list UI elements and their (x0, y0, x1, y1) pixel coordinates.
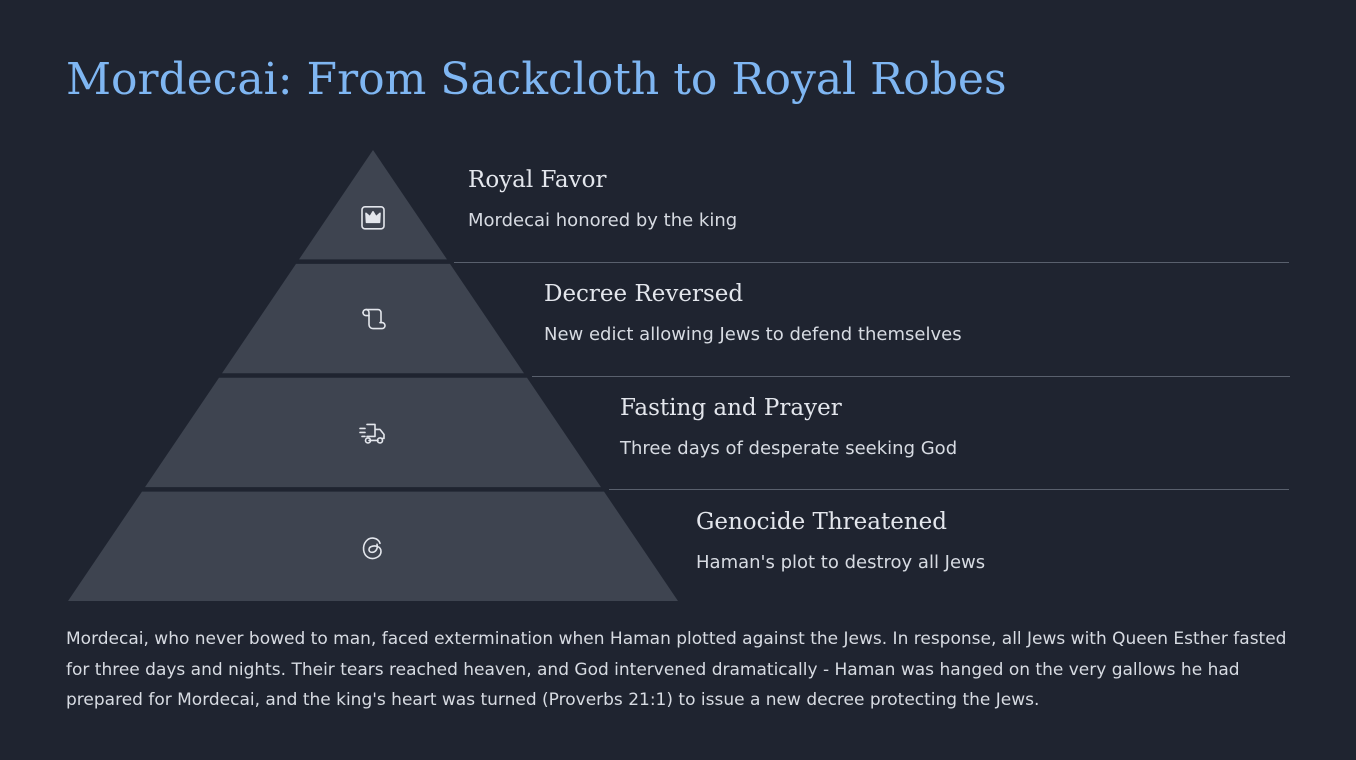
pyramid-layer-1 (299, 150, 447, 260)
layer-heading: Genocide Threatened (696, 509, 948, 535)
layer-description: Haman's plot to destroy all Jews (696, 552, 986, 573)
scroll-icon (362, 308, 386, 330)
layer-description: Three days of desperate seeking God (620, 438, 958, 459)
layer-divider (532, 376, 1290, 377)
layer-description: New edict allowing Jews to defend themse… (544, 324, 962, 345)
truck-fast-icon (359, 423, 385, 444)
layer-heading: Decree Reversed (544, 281, 744, 307)
layer-description: Mordecai honored by the king (468, 210, 738, 231)
pyramid-layer-2 (222, 263, 524, 374)
pyramid-diagram (68, 150, 678, 601)
crown-icon (361, 206, 385, 230)
pyramid-layer-3 (145, 377, 601, 488)
layer-divider (609, 489, 1289, 490)
layer-heading: Royal Favor (468, 167, 607, 193)
page-title: Mordecai: From Sackcloth to Royal Robes (66, 54, 1007, 105)
summary-paragraph: Mordecai, who never bowed to man, faced … (66, 629, 1287, 710)
layer-divider (454, 262, 1289, 263)
threads-icon (362, 537, 382, 560)
layer-heading: Fasting and Prayer (620, 395, 842, 421)
